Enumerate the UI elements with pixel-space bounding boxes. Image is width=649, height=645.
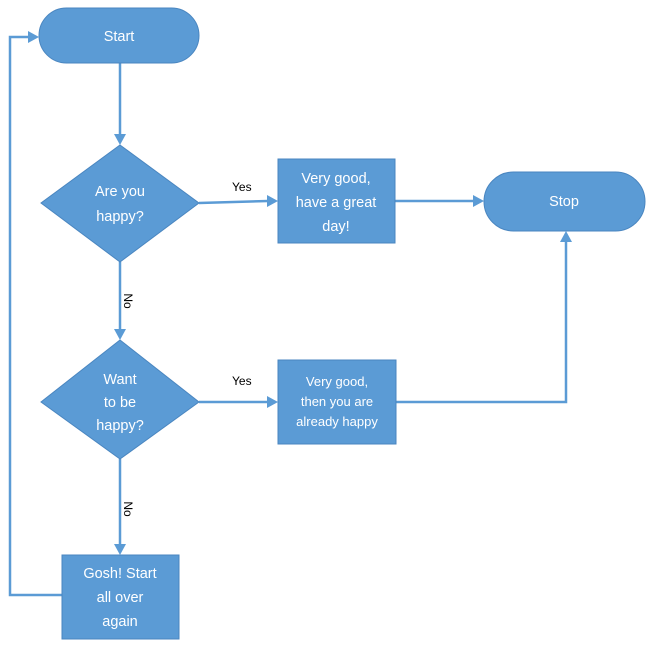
connector-already-to-stop [396, 241, 568, 404]
great-day-process-label-line-3: day! [322, 219, 349, 235]
stop-terminator-label: Stop [549, 194, 579, 210]
great-day-process: Very good, have a great day! [277, 158, 396, 244]
great-day-process-label-line-1: Very good, [301, 171, 370, 187]
edge-label-happy-yes: Yes [232, 180, 252, 194]
gosh-process-label-line-2: all over [97, 590, 144, 606]
start-terminator: Start [38, 7, 200, 64]
arrow-head-happy-yes [267, 195, 278, 207]
gosh-process-label-line-1: Gosh! Start [83, 566, 156, 582]
gosh-process-shape [61, 554, 180, 640]
happy-decision-shape [40, 144, 200, 263]
start-terminator-shape [38, 7, 200, 64]
edge-label-want-no: No [121, 501, 135, 517]
edge-label-happy-no: No [121, 293, 135, 309]
arrow-head-want-yes [267, 396, 278, 408]
arrow-head-happy-no [114, 329, 126, 340]
arrow-head-gosh-to-start [28, 31, 39, 43]
arrow-head-start-to-happy [114, 134, 126, 145]
arrow-head-great-day-to-stop [473, 195, 484, 207]
stop-terminator: Stop [483, 171, 646, 232]
want-decision-shape [40, 339, 200, 460]
already-happy-process-label-line-3: already happy [296, 414, 378, 429]
want-decision: Want to be happy? [40, 339, 200, 460]
great-day-process-shape [277, 158, 396, 244]
gosh-process-label-line-3: again [102, 614, 137, 630]
already-happy-process-label-line-1: Very good, [306, 374, 368, 389]
edge-label-want-yes: Yes [232, 374, 252, 388]
nodes: Start Are you happy? Very good, have a g… [38, 7, 646, 640]
edge-labels: Yes Yes No No [121, 180, 252, 517]
already-happy-process: Very good, then you are already happy [277, 359, 397, 445]
connectors [8, 31, 572, 597]
arrow-head-want-no [114, 544, 126, 555]
connector-gosh-to-start [8, 35, 62, 597]
happy-decision-label-line-2: happy? [96, 209, 144, 225]
want-decision-label-line-2: to be [104, 395, 136, 411]
gosh-process: Gosh! Start all over again [61, 554, 180, 640]
great-day-process-label-line-2: have a great [296, 195, 377, 211]
start-terminator-label: Start [104, 29, 135, 45]
stop-terminator-shape [483, 171, 646, 232]
want-decision-label-line-1: Want [103, 372, 136, 388]
want-decision-label-line-3: happy? [96, 418, 144, 434]
happy-decision: Are you happy? [40, 144, 200, 263]
connector-happy-yes [198, 199, 269, 205]
already-happy-process-label-line-2: then you are [301, 394, 373, 409]
arrow-head-already-to-stop [560, 231, 572, 242]
already-happy-process-shape [277, 359, 397, 445]
happy-decision-label-line-1: Are you [95, 184, 145, 200]
